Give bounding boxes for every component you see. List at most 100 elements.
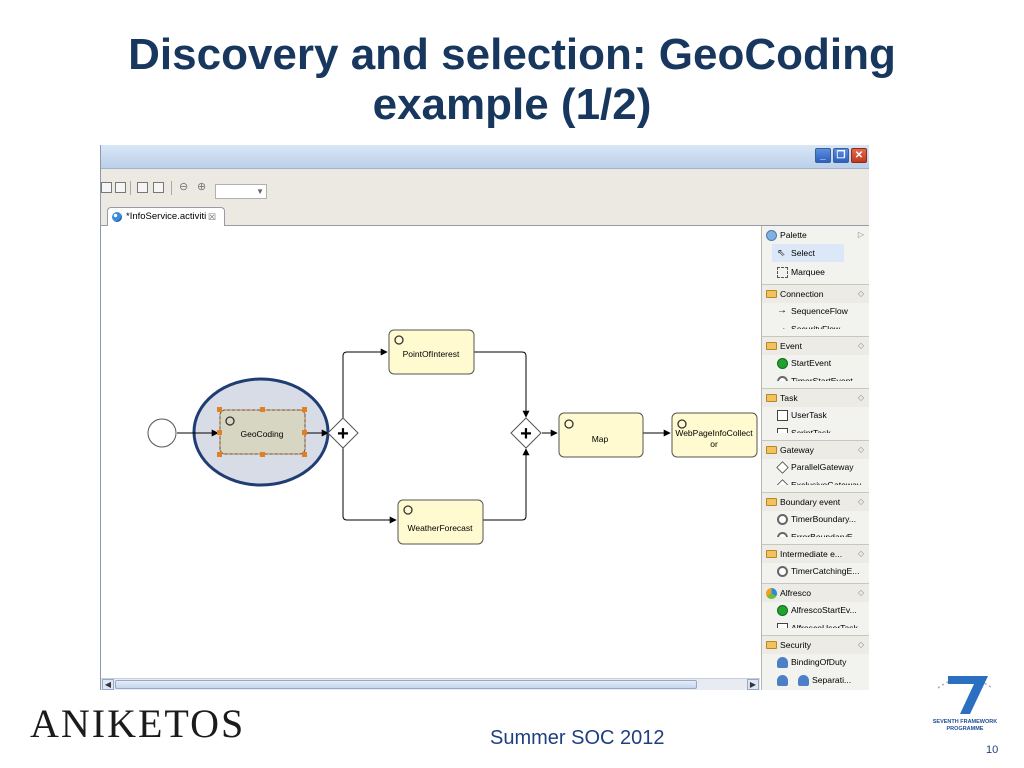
- palette-tool-marquee[interactable]: Marquee: [762, 263, 869, 281]
- palette-tool-select[interactable]: ⇖ Select: [772, 244, 844, 262]
- palette-header: Palette ▷: [762, 226, 869, 244]
- palette-item-exclusivegateway[interactable]: ExclusiveGateway: [762, 476, 869, 485]
- task-webpage-label-line-1: WebPageInfoCollect: [675, 428, 753, 438]
- palette-item-label: TimerCatchingE...: [791, 566, 860, 576]
- task-map-label: Map: [592, 434, 609, 444]
- task-geocoding-label: GeoCoding: [240, 429, 283, 439]
- timer-icon: [777, 514, 788, 525]
- person-icon: [777, 675, 788, 686]
- palette-item-usertask[interactable]: UserTask: [762, 406, 869, 424]
- task-point-of-interest-label: PointOfInterest: [403, 349, 460, 359]
- zoom-in-icon[interactable]: ⊕: [197, 181, 207, 193]
- palette-item-separation[interactable]: Separati...: [762, 671, 869, 689]
- chevron-right-icon[interactable]: ▷: [857, 230, 864, 239]
- match-height-icon[interactable]: [137, 182, 148, 193]
- palette-item-startevent[interactable]: StartEvent: [762, 354, 869, 372]
- selection-handles[interactable]: [217, 407, 307, 457]
- start-event-icon: [777, 605, 788, 616]
- start-event[interactable]: [147, 418, 177, 448]
- palette-group-connection[interactable]: Connection ◇: [762, 284, 869, 303]
- palette-panel: Palette ▷ ⇖ Select Marquee Connection ◇ …: [761, 226, 869, 690]
- collapse-icon[interactable]: ◇: [857, 289, 864, 298]
- start-event-icon: [777, 358, 788, 369]
- task-map[interactable]: [558, 412, 644, 458]
- align-icon[interactable]: [101, 182, 112, 193]
- palette-item-securityflow[interactable]: → SecurityFlow: [762, 320, 869, 330]
- parallel-gateway-join[interactable]: +: [510, 417, 542, 449]
- tab-infoservice[interactable]: *InfoService.activiti ☒: [107, 207, 225, 226]
- diagram-canvas[interactable]: GeoCoding + PointOfInterest WeatherForec…: [101, 226, 760, 678]
- timer-icon: [777, 376, 788, 381]
- collapse-icon[interactable]: ◇: [857, 497, 864, 506]
- collapse-icon[interactable]: ◇: [857, 588, 864, 597]
- task-point-of-interest[interactable]: [388, 329, 475, 375]
- palette-group-alfresco[interactable]: Alfresco ◇: [762, 583, 869, 602]
- slide-title-line-1: Discovery and selection: GeoCoding: [128, 30, 896, 79]
- palette-group-intermediate-label: Intermediate e...: [780, 549, 843, 559]
- palette-item-scripttask[interactable]: ScriptTask: [762, 424, 869, 433]
- palette-item-parallelgateway[interactable]: ParallelGateway: [762, 458, 869, 476]
- palette-item-label: StartEvent: [791, 358, 832, 368]
- close-icon[interactable]: ☒: [208, 212, 217, 222]
- horizontal-scrollbar[interactable]: ◀ ▶: [101, 678, 760, 690]
- palette-item-timerboundary[interactable]: TimerBoundary...: [762, 510, 869, 528]
- zoom-combo[interactable]: ▼: [215, 184, 267, 199]
- palette-item-bindingofduty[interactable]: BindingOfDuty: [762, 653, 869, 671]
- parallel-gateway-fork[interactable]: +: [327, 417, 359, 449]
- task-weather-forecast[interactable]: [397, 499, 484, 545]
- editor-tab-strip: *InfoService.activiti ☒: [101, 207, 869, 226]
- palette-item-label: AlfrescoUserTask: [791, 623, 858, 628]
- minimize-button[interactable]: _: [815, 148, 831, 163]
- match-width-icon[interactable]: [153, 182, 164, 193]
- palette-item-label: TimerStartEvent: [791, 376, 853, 381]
- chevron-down-icon: ▼: [256, 187, 264, 196]
- close-button[interactable]: ✕: [851, 148, 867, 163]
- exclusive-gateway-icon: [776, 479, 789, 485]
- window-titlebar: _ ❐ ✕: [101, 145, 869, 169]
- bpmn-diagram: GeoCoding + PointOfInterest WeatherForec…: [147, 329, 758, 545]
- timer-icon: [777, 566, 788, 577]
- palette-item-label: ScriptTask: [791, 428, 831, 433]
- palette-item-errorboundary[interactable]: ErrorBoundaryE...: [762, 528, 869, 537]
- palette-group-gateway[interactable]: Gateway ◇: [762, 440, 869, 459]
- folder-icon: [766, 550, 777, 558]
- palette-item-sequenceflow[interactable]: → SequenceFlow: [762, 302, 869, 320]
- collapse-icon[interactable]: ◇: [857, 445, 864, 454]
- palette-item-label: SecurityFlow: [791, 324, 841, 329]
- zoom-out-icon[interactable]: ⊖: [179, 181, 189, 193]
- restore-button[interactable]: ❐: [833, 148, 849, 163]
- palette-item-timerstartevent[interactable]: TimerStartEvent: [762, 372, 869, 381]
- scroll-right-icon[interactable]: ▶: [747, 679, 759, 690]
- palette-group-intermediate-event[interactable]: Intermediate e... ◇: [762, 544, 869, 563]
- palette-item-alfrescousertask[interactable]: AlfrescoUserTask: [762, 619, 869, 628]
- slide-title-line-2: example (1/2): [372, 80, 652, 129]
- collapse-icon[interactable]: ◇: [857, 640, 864, 649]
- palette-item-alfrescostartevent[interactable]: AlfrescoStartEv...: [762, 601, 869, 619]
- tab-label: *InfoService.activiti: [126, 211, 207, 222]
- collapse-icon[interactable]: ◇: [857, 549, 864, 558]
- arrow-pointer-icon: ⇖: [777, 248, 786, 259]
- palette-tool-marquee-label: Marquee: [791, 267, 825, 277]
- layout-icon[interactable]: [115, 182, 126, 193]
- palette-item-timercatching[interactable]: TimerCatchingE...: [762, 562, 869, 580]
- arrow-right-icon: →: [777, 323, 787, 330]
- fp7-label-line-1: SEVENTH FRAMEWORK: [933, 719, 998, 725]
- task-webpage-info-collector[interactable]: [671, 412, 758, 458]
- scroll-left-icon[interactable]: ◀: [102, 679, 114, 690]
- palette-item-label: ParallelGateway: [791, 462, 854, 472]
- palette-group-event[interactable]: Event ◇: [762, 336, 869, 355]
- gateway-plus-icon: +: [520, 423, 532, 445]
- palette-item-label: SequenceFlow: [791, 306, 848, 316]
- fp7-logo: SEVENTH FRAMEWORK PROGRAMME: [933, 676, 998, 732]
- scrollbar-thumb[interactable]: [115, 680, 697, 689]
- collapse-icon[interactable]: ◇: [857, 393, 864, 402]
- palette-group-gateway-label: Gateway: [780, 445, 814, 455]
- palette-group-boundary-event[interactable]: Boundary event ◇: [762, 492, 869, 511]
- sequence-flows: [177, 348, 671, 524]
- gear-icon: [225, 416, 235, 426]
- palette-group-security[interactable]: Security ◇: [762, 635, 869, 654]
- collapse-icon[interactable]: ◇: [857, 341, 864, 350]
- palette-group-task[interactable]: Task ◇: [762, 388, 869, 407]
- activiti-file-icon: [112, 212, 122, 222]
- folder-icon: [766, 641, 777, 649]
